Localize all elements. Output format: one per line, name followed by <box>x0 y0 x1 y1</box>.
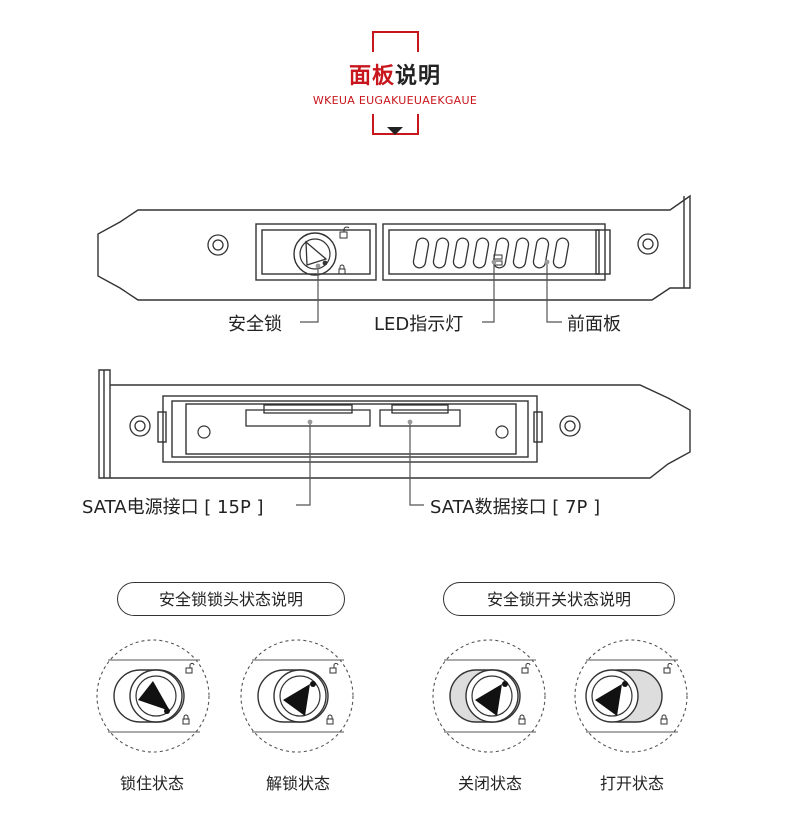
front-panel-bracket <box>97 194 691 301</box>
switch-state-open-icon <box>574 639 688 753</box>
front-lock-compartment <box>255 223 377 281</box>
lock-state-unlocked-icon <box>240 639 354 753</box>
front-screw-left <box>207 234 229 256</box>
state-label-closed: 关闭状态 <box>457 774 522 793</box>
label-lock: 安全锁 <box>228 314 282 335</box>
back-hole-left <box>197 425 211 439</box>
label-sata-data: SATA数据接口 [ 7P ] <box>430 497 601 518</box>
page-subtitle: WKEUA EUGAKUEUAEKGAUE <box>312 94 478 107</box>
lock-small-icon <box>338 264 346 275</box>
front-panel-door <box>382 223 611 281</box>
back-leader-lines <box>296 419 424 506</box>
state-label-locked: 锁住状态 <box>119 774 184 793</box>
title-bracket <box>372 31 419 135</box>
down-arrow-icon <box>387 127 403 135</box>
back-connector-housing <box>157 395 543 463</box>
switch-state-closed-icon <box>432 639 546 753</box>
state-label-unlocked: 解锁状态 <box>265 774 330 793</box>
page-title-rest: 说明 <box>395 64 442 89</box>
sata-power-connector <box>245 404 371 427</box>
state-label-open: 打开状态 <box>599 774 664 793</box>
page-title: 面板说明 <box>0 58 790 90</box>
lock-head-title: 安全锁锁头状态说明 <box>117 582 345 616</box>
vent-slots <box>412 237 570 269</box>
lock-switch-title: 安全锁开关状态说明 <box>443 582 675 616</box>
lock-state-locked-icon <box>96 639 210 753</box>
sata-data-connector <box>379 404 461 427</box>
lock-knob-icon <box>293 232 337 276</box>
back-screw-left <box>129 415 151 437</box>
back-panel-bracket <box>98 369 691 479</box>
page-title-accent: 面板 <box>348 64 395 89</box>
back-screw-right <box>559 415 581 437</box>
label-front-panel: 前面板 <box>567 314 621 335</box>
label-led: LED指示灯 <box>374 314 464 335</box>
front-screw-right <box>637 233 659 255</box>
label-sata-power: SATA电源接口 [ 15P ] <box>82 497 264 518</box>
unlock-small-icon <box>339 226 350 239</box>
front-leader-lines <box>300 259 562 323</box>
back-hole-right <box>495 425 509 439</box>
